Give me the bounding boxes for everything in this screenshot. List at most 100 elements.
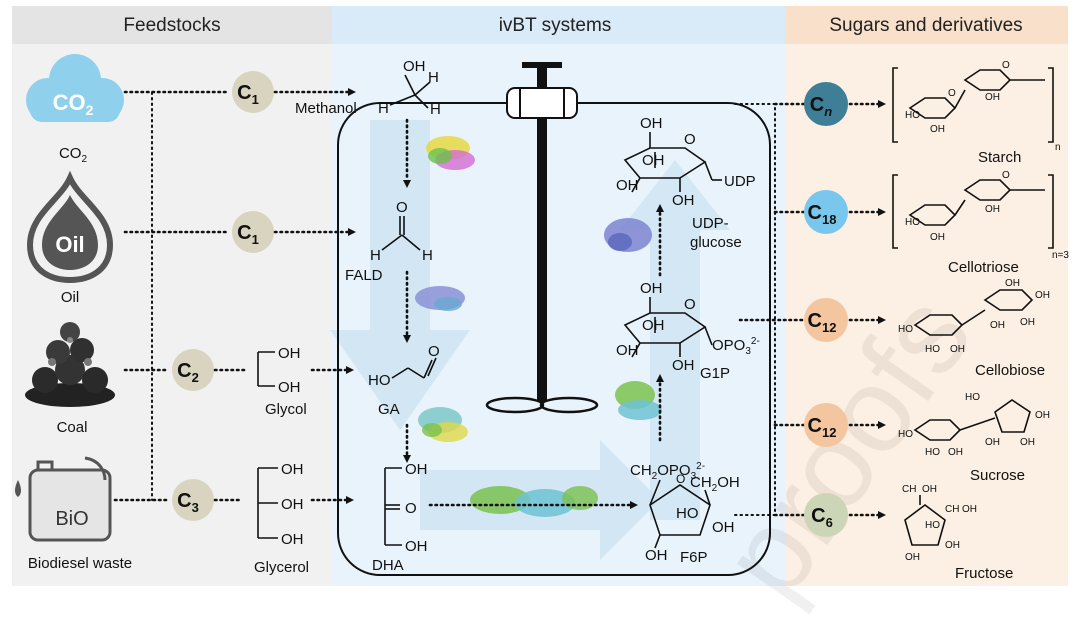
bio-icon-text: BiO <box>55 508 88 530</box>
svg-text:HO: HO <box>925 344 940 355</box>
svg-text:OH: OH <box>950 344 965 355</box>
svg-text:C2: C2 <box>177 360 199 385</box>
cellotriose-suffix: n=3 <box>1052 250 1069 261</box>
biodiesel-canister-icon: BiO <box>15 456 112 542</box>
dha-structure: OH O OH <box>384 461 428 555</box>
glycol-structure: OH OH <box>257 345 301 396</box>
svg-text:OH: OH <box>1020 437 1035 448</box>
feedstocks-header: Feedstocks <box>123 15 220 36</box>
cellobiose-label: Cellobiose <box>975 362 1045 379</box>
svg-text:HO: HO <box>898 324 913 335</box>
cellotriose-label: Cellotriose <box>948 259 1019 276</box>
biodiesel-label: Biodiesel waste <box>28 555 132 572</box>
glycol-label: Glycol <box>265 401 307 418</box>
svg-text:OH: OH <box>1035 410 1050 421</box>
arrowhead <box>878 421 886 429</box>
fructose-structure: CH OH CH OH HO OH OH <box>902 484 977 563</box>
product-badge-cn: Cn <box>804 82 848 126</box>
svg-text:OH: OH <box>616 177 639 194</box>
methanol-label: Methanol <box>295 100 357 117</box>
svg-text:OH: OH <box>985 92 1000 103</box>
svg-text:OH: OH <box>962 504 977 515</box>
enzyme-5-icon <box>615 381 662 420</box>
methanol-structure: OH H H H <box>378 58 441 118</box>
cellobiose-structure: HO HO OH OH OH OH OH <box>898 278 1050 355</box>
svg-text:H: H <box>428 69 439 86</box>
g1p-phosphate: OPO32- <box>712 336 760 357</box>
svg-text:H: H <box>422 247 433 264</box>
f6p-ch2oh: CH2OH <box>690 474 740 494</box>
svg-text:OH: OH <box>616 342 639 359</box>
starch-suffix: n <box>1055 142 1061 153</box>
f6p-phosphate: CH2OPO32- <box>630 461 705 482</box>
svg-text:O: O <box>428 343 440 360</box>
svg-text:H: H <box>430 101 441 118</box>
svg-text:OH: OH <box>281 496 304 513</box>
stirrer-icon <box>485 62 599 414</box>
sucrose-label: Sucrose <box>970 467 1025 484</box>
svg-text:OH: OH <box>278 379 301 396</box>
carbon-badge-c1-b: C1 <box>232 211 274 253</box>
oil-icon-text: Oil <box>55 232 84 257</box>
udp-glucose-structure: O OH OH OH OH UDP <box>616 115 756 209</box>
enzyme-6-icon <box>604 218 652 252</box>
svg-text:OH: OH <box>672 192 695 209</box>
down-flow-arrow <box>330 120 470 430</box>
udp-glucose-label-1: UDP- <box>692 215 729 232</box>
enzyme-2-icon <box>415 286 465 311</box>
co2-label: CO2 <box>59 145 88 165</box>
svg-text:OH: OH <box>278 345 301 362</box>
enzyme-1-icon <box>426 136 475 170</box>
coal-icon <box>25 322 115 407</box>
sugars-header-bar <box>785 6 1068 44</box>
svg-text:UDP: UDP <box>724 173 756 190</box>
svg-text:HO: HO <box>905 110 920 121</box>
svg-text:OH: OH <box>642 317 665 334</box>
g1p-structure: O OH OH OH OH OPO32- <box>616 280 760 374</box>
svg-text:HO: HO <box>925 520 940 531</box>
f6p-label: F6P <box>680 549 708 566</box>
fald-label: FALD <box>345 267 383 284</box>
arrowhead <box>346 496 354 504</box>
up-flow-arrow <box>620 160 730 520</box>
dha-label: DHA <box>372 557 404 574</box>
svg-text:OH: OH <box>905 552 920 563</box>
arrowhead <box>403 455 411 463</box>
svg-text:Cn: Cn <box>810 94 832 119</box>
co2-icon-text: CO2 <box>53 90 94 118</box>
fructose-label: Fructose <box>955 565 1013 582</box>
svg-text:O: O <box>396 199 408 216</box>
f6p-structure: CH2OPO32- CH2OH O HO OH OH <box>630 461 740 564</box>
oil-drop-icon: Oil <box>26 170 114 284</box>
svg-text:OH: OH <box>281 531 304 548</box>
arrowhead <box>878 100 886 108</box>
product-badge-c18: C18 <box>804 190 848 234</box>
arrowhead <box>346 366 354 374</box>
sucrose-structure: HO HO OH HO OH OH OH <box>898 392 1050 458</box>
arrowhead <box>403 335 411 343</box>
arrowhead <box>403 180 411 188</box>
arrowhead <box>630 501 638 509</box>
svg-text:OH: OH <box>640 115 663 132</box>
g1p-label: G1P <box>700 365 730 382</box>
svg-text:C1: C1 <box>237 222 259 247</box>
ivbt-header: ivBT systems <box>499 15 612 36</box>
arrowhead <box>656 374 664 382</box>
svg-text:OH: OH <box>1020 317 1035 328</box>
carbon-badge-c1-a: C1 <box>232 71 274 113</box>
svg-text:HO: HO <box>676 505 699 522</box>
svg-text:OH: OH <box>1035 290 1050 301</box>
svg-text:OH: OH <box>922 484 937 495</box>
svg-text:OH: OH <box>1005 278 1020 289</box>
svg-text:HO: HO <box>925 447 940 458</box>
svg-text:OH: OH <box>403 58 426 75</box>
co2-cloud-icon: CO2 <box>26 54 124 122</box>
product-badge-c6: C6 <box>804 493 848 537</box>
svg-text:OH: OH <box>672 357 695 374</box>
svg-text:OH: OH <box>985 204 1000 215</box>
svg-text:OH: OH <box>990 320 1005 331</box>
svg-text:O: O <box>1002 60 1010 71</box>
svg-text:HO: HO <box>965 392 980 403</box>
svg-text:C3: C3 <box>177 490 199 515</box>
udp-glucose-label-2: glucose <box>690 234 742 251</box>
